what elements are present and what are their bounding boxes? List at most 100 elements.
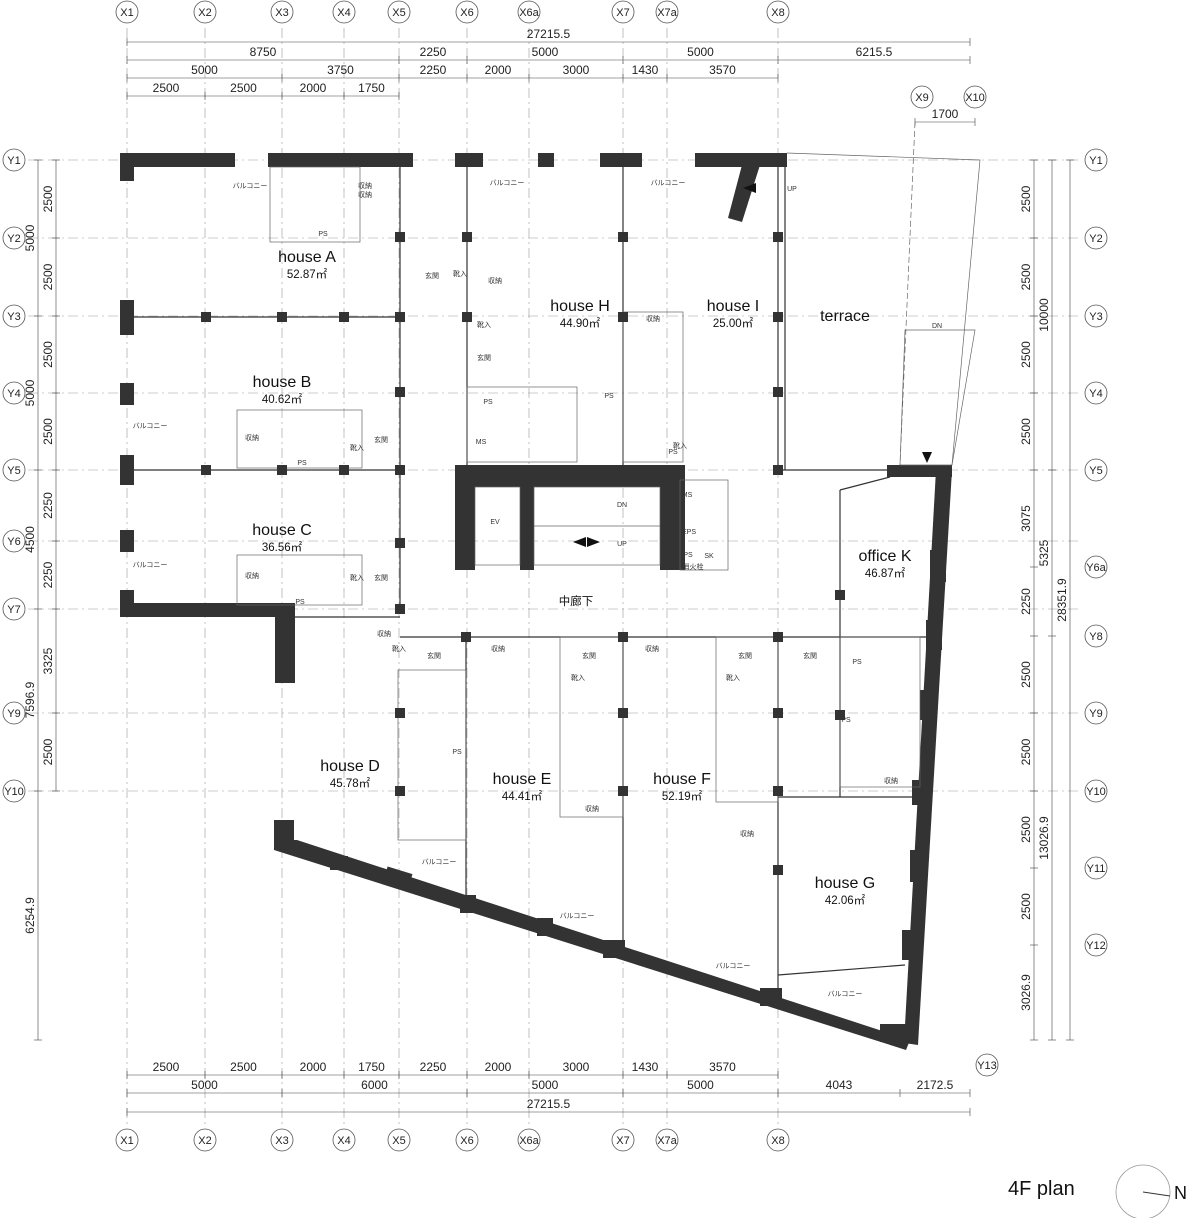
fixture-label-10: 靴入 bbox=[477, 320, 491, 329]
right-dim-inner-9: 2500 bbox=[1019, 893, 1033, 920]
corridor-label: 中廊下 bbox=[559, 594, 594, 608]
room-area-9: 46.87㎡ bbox=[865, 567, 906, 580]
top-dim-total-0: 27215.5 bbox=[527, 27, 571, 41]
top-dim-row3-3: 2000 bbox=[485, 63, 512, 77]
bottom-dim-row1-6: 3000 bbox=[563, 1060, 590, 1074]
fixture-label-18: バルコニー bbox=[133, 561, 168, 569]
fixture-label-27: 収納 bbox=[645, 644, 659, 653]
room-area-3: 45.78㎡ bbox=[330, 777, 371, 790]
grid-y-left-4-bubble bbox=[2, 458, 26, 482]
fixture-label-25: 収納 bbox=[491, 644, 505, 653]
bottom-dim-row2-1: 6000 bbox=[361, 1078, 388, 1092]
interior-partitions bbox=[134, 121, 981, 990]
fixture-label-45: 消火栓 bbox=[683, 562, 704, 571]
grid-y-right-0-bubble bbox=[1084, 148, 1108, 172]
grid-y13: Y13 bbox=[977, 1060, 997, 1072]
grid-y-left-7-bubble bbox=[2, 701, 26, 725]
right-dim-inner-10: 3026.9 bbox=[1019, 974, 1033, 1011]
grid-x-bottom-4-bubble bbox=[387, 1128, 411, 1152]
fixture-label-21: 靴入 bbox=[350, 573, 364, 582]
left-dim-inner-1: 2500 bbox=[41, 263, 55, 290]
fixture-label-7: バルコニー bbox=[651, 179, 686, 187]
room-area-2: 36.56㎡ bbox=[262, 541, 303, 554]
right-dim-inner-4: 3075 bbox=[1019, 505, 1033, 532]
fixture-label-24: 玄関 bbox=[427, 651, 441, 660]
grid-y-right-10: Y12 bbox=[1086, 940, 1106, 952]
grid-y-right-7-bubble bbox=[1084, 701, 1108, 725]
grid-x-bottom-3: X4 bbox=[337, 1135, 350, 1147]
room-area-5: 52.19㎡ bbox=[662, 790, 703, 803]
right-dim-inner-0: 2500 bbox=[1019, 185, 1033, 212]
fixture-label-5: 収納 bbox=[488, 276, 502, 285]
fixture-label-11: 玄関 bbox=[477, 353, 491, 362]
bottom-dim-row1-5: 2000 bbox=[485, 1060, 512, 1074]
grid-y-left-6-bubble bbox=[2, 597, 26, 621]
bottom-dim-row2-4: 4043 bbox=[826, 1078, 853, 1092]
fixture-label-4: 靴入 bbox=[453, 269, 467, 278]
grid-x-bottom-6-bubble bbox=[517, 1128, 541, 1152]
grid-x-bottom-7: X7 bbox=[616, 1135, 629, 1147]
fixture-label-41: UP bbox=[617, 541, 627, 548]
grid-x-top-6: X6a bbox=[519, 7, 539, 19]
grid-x-bottom-9: X8 bbox=[771, 1135, 784, 1147]
grid-x-extra-0-bubble bbox=[910, 85, 934, 109]
room-name-1: house B bbox=[253, 374, 312, 391]
left-dim-inner-3: 2500 bbox=[41, 418, 55, 445]
terrace-stair bbox=[899, 329, 976, 466]
fixture-label-49: PS bbox=[452, 749, 462, 756]
left-dim-outer-0: 5000 bbox=[23, 224, 37, 251]
fixture-label-50: PS bbox=[483, 399, 493, 406]
fixture-label-33: 収納 bbox=[740, 829, 754, 838]
grid-y-right-1-bubble bbox=[1084, 226, 1108, 250]
plan-title: 4F plan bbox=[1008, 1178, 1075, 1200]
grid-y-left-0: Y1 bbox=[7, 155, 20, 167]
room-area-1: 40.62㎡ bbox=[262, 393, 303, 406]
room-area-0: 52.87㎡ bbox=[287, 268, 328, 281]
grid-y-left-8-bubble bbox=[2, 779, 26, 803]
grid-x-top-9-bubble bbox=[766, 0, 790, 24]
fixture-label-13: 靴入 bbox=[673, 441, 687, 450]
grid-x-bottom-0: X1 bbox=[120, 1135, 133, 1147]
grid-x-extra-0: X9 bbox=[915, 92, 928, 104]
grid-x-bottom-9-bubble bbox=[766, 1128, 790, 1152]
left-dim-inner-4: 2250 bbox=[41, 492, 55, 519]
fixture-label-36: バルコニー bbox=[560, 912, 595, 920]
fixture-label-17: 靴入 bbox=[350, 443, 364, 452]
fixture-label-48: PS bbox=[295, 599, 305, 606]
grid-y-left-5: Y6 bbox=[7, 536, 20, 548]
grid-y-left-3-bubble bbox=[2, 381, 26, 405]
top-dim-row3-5: 1430 bbox=[632, 63, 659, 77]
fixture-label-22: 収納 bbox=[377, 629, 391, 638]
columns bbox=[201, 232, 845, 875]
fixture-label-46: PS bbox=[318, 231, 328, 238]
top-dim-row3-6: 3570 bbox=[709, 63, 736, 77]
fixture-label-8: UP bbox=[787, 186, 797, 193]
grid-x-bottom-1: X2 bbox=[198, 1135, 211, 1147]
grid-y-left-5-bubble bbox=[2, 529, 26, 553]
left-dim-inner-6: 3325 bbox=[41, 647, 55, 674]
right-dim-inner-2: 2500 bbox=[1019, 341, 1033, 368]
room-name-6: house G bbox=[815, 875, 875, 892]
left-dim-inner-2: 2500 bbox=[41, 341, 55, 368]
grid-y-right-7: Y9 bbox=[1089, 708, 1102, 720]
right-dim-mid-2: 13026.9 bbox=[1037, 816, 1051, 860]
fixture-label-47: PS bbox=[297, 460, 307, 467]
grid-y-left-1-bubble bbox=[2, 226, 26, 250]
grid-x-top-0-bubble bbox=[115, 0, 139, 24]
left-dim-outer-2: 4500 bbox=[23, 526, 37, 553]
fixture-label-30: 靴入 bbox=[571, 673, 585, 682]
fixture-label-44: SK bbox=[704, 553, 714, 560]
fixture-label-55: PS bbox=[841, 717, 851, 724]
room-name-2: house C bbox=[252, 522, 312, 539]
top-dim-row3-4: 3000 bbox=[563, 63, 590, 77]
left-dim-inner-7: 2500 bbox=[41, 738, 55, 765]
grid-y-right-8-bubble bbox=[1084, 779, 1108, 803]
fixture-label-15: 収納 bbox=[245, 433, 259, 442]
right-dim-inner-6: 2500 bbox=[1019, 661, 1033, 688]
grid-y-left-0-bubble bbox=[2, 148, 26, 172]
fixture-label-53: PS bbox=[668, 449, 678, 456]
bottom-dim-row1-7: 1430 bbox=[632, 1060, 659, 1074]
grid-y-left-2: Y3 bbox=[7, 311, 20, 323]
fixture-label-28: 玄関 bbox=[738, 651, 752, 660]
fixture-label-3: 玄関 bbox=[425, 271, 439, 280]
